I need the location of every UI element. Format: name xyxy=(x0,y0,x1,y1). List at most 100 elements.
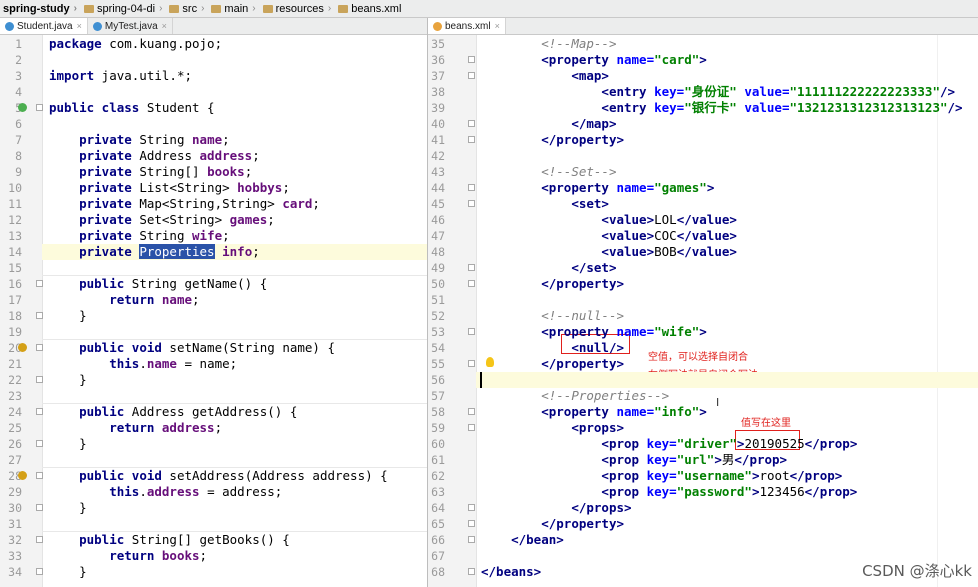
fold-marker-icon[interactable] xyxy=(36,344,43,351)
code-line[interactable]: 66 </bean> xyxy=(428,532,978,548)
code-line[interactable]: 27 xyxy=(0,452,427,468)
code-line[interactable]: 26 } xyxy=(0,436,427,452)
breadcrumb-item[interactable]: resources› xyxy=(260,0,336,18)
code-line[interactable]: 55 </property> xyxy=(428,356,978,372)
fold-marker-icon[interactable] xyxy=(36,408,43,415)
code-line[interactable]: 42 xyxy=(428,148,978,164)
code-line[interactable]: 64 </props> xyxy=(428,500,978,516)
code-line[interactable]: 45 <set> xyxy=(428,196,978,212)
fold-marker-icon[interactable] xyxy=(468,504,475,511)
editor-tab[interactable]: beans.xml× xyxy=(428,18,506,34)
code-line[interactable]: 17 return name; xyxy=(0,292,427,308)
code-line[interactable]: 14 private Properties info; xyxy=(0,244,427,260)
code-line[interactable]: 28 public void setAddress(Address addres… xyxy=(0,468,427,484)
code-line[interactable]: 43 <!--Set--> xyxy=(428,164,978,180)
breadcrumb-item[interactable]: main› xyxy=(208,0,259,18)
code-line[interactable]: 32 public String[] getBooks() { xyxy=(0,532,427,548)
beans-xml-editor[interactable]: 空值，可以选择自闭合 左侧写法就是自闭合写法 值写在这里 I 35 <!--Ma… xyxy=(428,35,978,587)
code-line[interactable]: 37 <map> xyxy=(428,68,978,84)
code-line[interactable]: 44 <property name="games"> xyxy=(428,180,978,196)
fold-marker-icon[interactable] xyxy=(468,120,475,127)
code-line[interactable]: 20 public void setName(String name) { xyxy=(0,340,427,356)
code-line[interactable]: 52 <!--null--> xyxy=(428,308,978,324)
breadcrumb-item[interactable]: src› xyxy=(166,0,208,18)
code-line[interactable]: 65 </property> xyxy=(428,516,978,532)
fold-marker-icon[interactable] xyxy=(468,408,475,415)
editor-tab[interactable]: MyTest.java× xyxy=(88,18,173,34)
code-line[interactable]: 8 private Address address; xyxy=(0,148,427,164)
breadcrumb-item[interactable]: beans.xml xyxy=(335,0,405,18)
code-line[interactable]: 6 xyxy=(0,116,427,132)
class-usage-icon[interactable] xyxy=(18,103,27,112)
code-line[interactable]: 40 </map> xyxy=(428,116,978,132)
code-line[interactable]: 56 xyxy=(428,372,978,388)
code-line[interactable]: 57 <!--Properties--> xyxy=(428,388,978,404)
code-line[interactable]: 15 xyxy=(0,260,427,276)
code-line[interactable]: 51 xyxy=(428,292,978,308)
code-line[interactable]: 16 public String getName() { xyxy=(0,276,427,292)
fold-marker-icon[interactable] xyxy=(468,536,475,543)
code-line[interactable]: 29 this.address = address; xyxy=(0,484,427,500)
code-line[interactable]: 49 </set> xyxy=(428,260,978,276)
fold-marker-icon[interactable] xyxy=(468,200,475,207)
fold-marker-icon[interactable] xyxy=(468,328,475,335)
fold-marker-icon[interactable] xyxy=(36,536,43,543)
code-line[interactable]: 13 private String wife; xyxy=(0,228,427,244)
code-line[interactable]: 46 <value>LOL</value> xyxy=(428,212,978,228)
code-line[interactable]: 18 } xyxy=(0,308,427,324)
fold-marker-icon[interactable] xyxy=(468,568,475,575)
code-line[interactable]: 53 <property name="wife"> xyxy=(428,324,978,340)
fold-marker-icon[interactable] xyxy=(36,472,43,479)
fold-marker-icon[interactable] xyxy=(468,184,475,191)
code-line[interactable]: 19 xyxy=(0,324,427,340)
code-line[interactable]: 68</beans> xyxy=(428,564,978,580)
code-line[interactable]: 11 private Map<String,String> card; xyxy=(0,196,427,212)
fold-marker-icon[interactable] xyxy=(468,280,475,287)
code-line[interactable]: 5public class Student { xyxy=(0,100,427,116)
editor-tab[interactable]: Student.java× xyxy=(0,18,88,34)
setter-usage-icon[interactable] xyxy=(18,343,27,352)
code-line[interactable]: 35 <!--Map--> xyxy=(428,36,978,52)
code-line[interactable]: 61 <prop key="url">男</prop> xyxy=(428,452,978,468)
fold-marker-icon[interactable] xyxy=(36,440,43,447)
code-line[interactable]: 39 <entry key="银行卡" value="1321231312312… xyxy=(428,100,978,116)
code-line[interactable]: 67 xyxy=(428,548,978,564)
fold-marker-icon[interactable] xyxy=(468,264,475,271)
fold-marker-icon[interactable] xyxy=(36,376,43,383)
code-line[interactable]: 10 private List<String> hobbys; xyxy=(0,180,427,196)
code-line[interactable]: 21 this.name = name; xyxy=(0,356,427,372)
close-icon[interactable]: × xyxy=(161,21,167,31)
fold-marker-icon[interactable] xyxy=(468,520,475,527)
code-line[interactable]: 9 private String[] books; xyxy=(0,164,427,180)
code-line[interactable]: 30 } xyxy=(0,500,427,516)
breadcrumb-item[interactable]: spring-04-di› xyxy=(81,0,166,18)
code-line[interactable]: 48 <value>BOB</value> xyxy=(428,244,978,260)
fold-marker-icon[interactable] xyxy=(36,280,43,287)
code-line[interactable]: 59 <props> xyxy=(428,420,978,436)
code-line[interactable]: 34 } xyxy=(0,564,427,580)
code-line[interactable]: 2 xyxy=(0,52,427,68)
fold-marker-icon[interactable] xyxy=(36,568,43,575)
code-line[interactable]: 22 } xyxy=(0,372,427,388)
code-line[interactable]: 58 <property name="info"> xyxy=(428,404,978,420)
fold-marker-icon[interactable] xyxy=(468,56,475,63)
fold-marker-icon[interactable] xyxy=(468,136,475,143)
code-line[interactable]: 25 return address; xyxy=(0,420,427,436)
fold-marker-icon[interactable] xyxy=(468,360,475,367)
fold-marker-icon[interactable] xyxy=(36,312,43,319)
code-line[interactable]: 23 xyxy=(0,388,427,404)
setter-usage-icon[interactable] xyxy=(18,471,27,480)
code-line[interactable]: 7 private String name; xyxy=(0,132,427,148)
fold-marker-icon[interactable] xyxy=(36,504,43,511)
code-line[interactable]: 62 <prop key="username">root</prop> xyxy=(428,468,978,484)
fold-marker-icon[interactable] xyxy=(468,72,475,79)
code-line[interactable]: 31 xyxy=(0,516,427,532)
intention-bulb-icon[interactable] xyxy=(486,357,494,367)
close-icon[interactable]: × xyxy=(76,21,82,31)
code-line[interactable]: 12 private Set<String> games; xyxy=(0,212,427,228)
code-line[interactable]: 60 <prop key="driver">20190525</prop> xyxy=(428,436,978,452)
close-icon[interactable]: × xyxy=(494,21,500,31)
editor-splitter[interactable] xyxy=(427,18,428,587)
